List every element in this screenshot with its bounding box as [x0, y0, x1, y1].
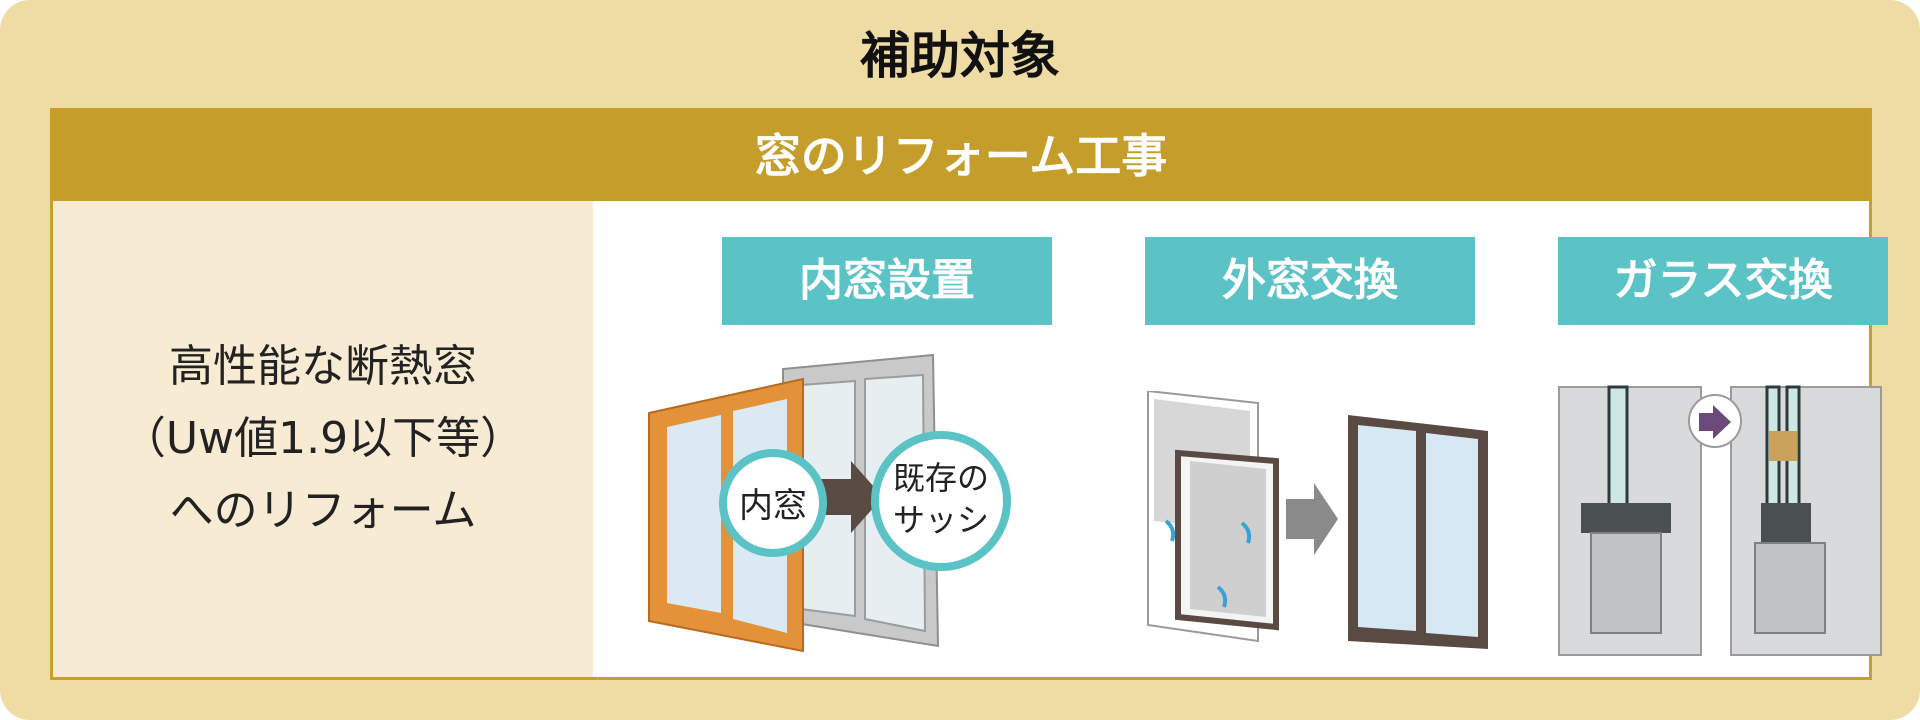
- bubble-existing-sash-line1: 既存の: [893, 459, 989, 497]
- old-window-disassembled-icon: [1147, 391, 1279, 643]
- section-band: 窓のリフォーム工事: [53, 111, 1869, 201]
- replace-arrow-icon: [1286, 483, 1338, 555]
- new-glass-section-icon: [1730, 385, 1882, 656]
- illustration-panel: 内窓設置 外窓交換 ガラス交換: [593, 201, 1888, 677]
- new-window-icon: [1348, 415, 1488, 649]
- old-glass-section-icon: [1558, 385, 1702, 656]
- page-title: 補助対象: [860, 27, 1060, 85]
- circle-arrow-icon: [1688, 394, 1742, 448]
- description-line-3: へのリフォーム: [169, 485, 477, 536]
- description-line-1: 高性能な断熱窓: [169, 341, 477, 392]
- label-glass: ガラス交換: [1558, 237, 1888, 325]
- label-inner-window: 内窓設置: [722, 237, 1052, 325]
- outer-window-illustration: [1147, 391, 1488, 649]
- content-frame: 窓のリフォーム工事 高性能な断熱窓 （Uw値1.9以下等） へのリフォーム 内窓…: [50, 108, 1888, 680]
- bubble-inner-window: 内窓: [719, 449, 827, 557]
- glass-illustration: [1558, 385, 1882, 656]
- inner-window-illustration: 内窓 既存の サッシ: [648, 353, 1011, 653]
- label-outer-window: 外窓交換: [1145, 237, 1475, 325]
- description-panel: 高性能な断熱窓 （Uw値1.9以下等） へのリフォーム: [53, 201, 593, 677]
- bubble-inner-window-label: 内窓: [739, 486, 807, 526]
- bubble-existing-sash: 既存の サッシ: [871, 431, 1011, 571]
- description-line-2: （Uw値1.9以下等）: [121, 413, 525, 464]
- bubble-existing-sash-line2: サッシ: [893, 501, 989, 539]
